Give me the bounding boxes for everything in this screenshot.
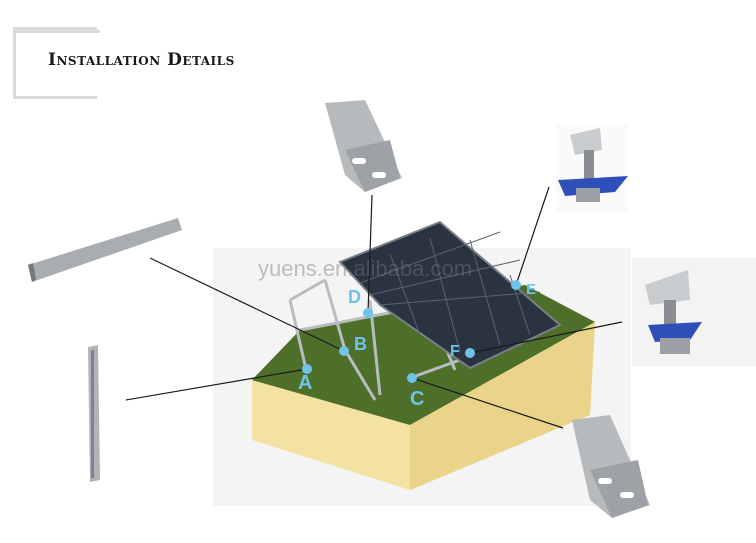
- solar-panel-array: [338, 220, 562, 370]
- label-e: E: [526, 281, 537, 298]
- label-a: A: [298, 372, 313, 394]
- page-title: Installation Details: [48, 50, 235, 70]
- post-image: [88, 345, 100, 482]
- label-f: F: [450, 343, 460, 360]
- title-frame: [13, 27, 100, 99]
- end-clamp-image: [556, 125, 628, 213]
- label-b: B: [354, 334, 367, 354]
- label-c: C: [410, 388, 425, 410]
- label-d: D: [348, 287, 361, 307]
- mid-clamp-image: [632, 258, 756, 366]
- callout-lines: [125, 186, 623, 429]
- callout-dots: [302, 280, 521, 383]
- rail-section-bottom-image: [572, 415, 650, 518]
- long-rail-image: [28, 218, 182, 282]
- watermark: yuens.en.alibaba.com: [258, 256, 473, 281]
- rail-section-top-image: [325, 100, 402, 192]
